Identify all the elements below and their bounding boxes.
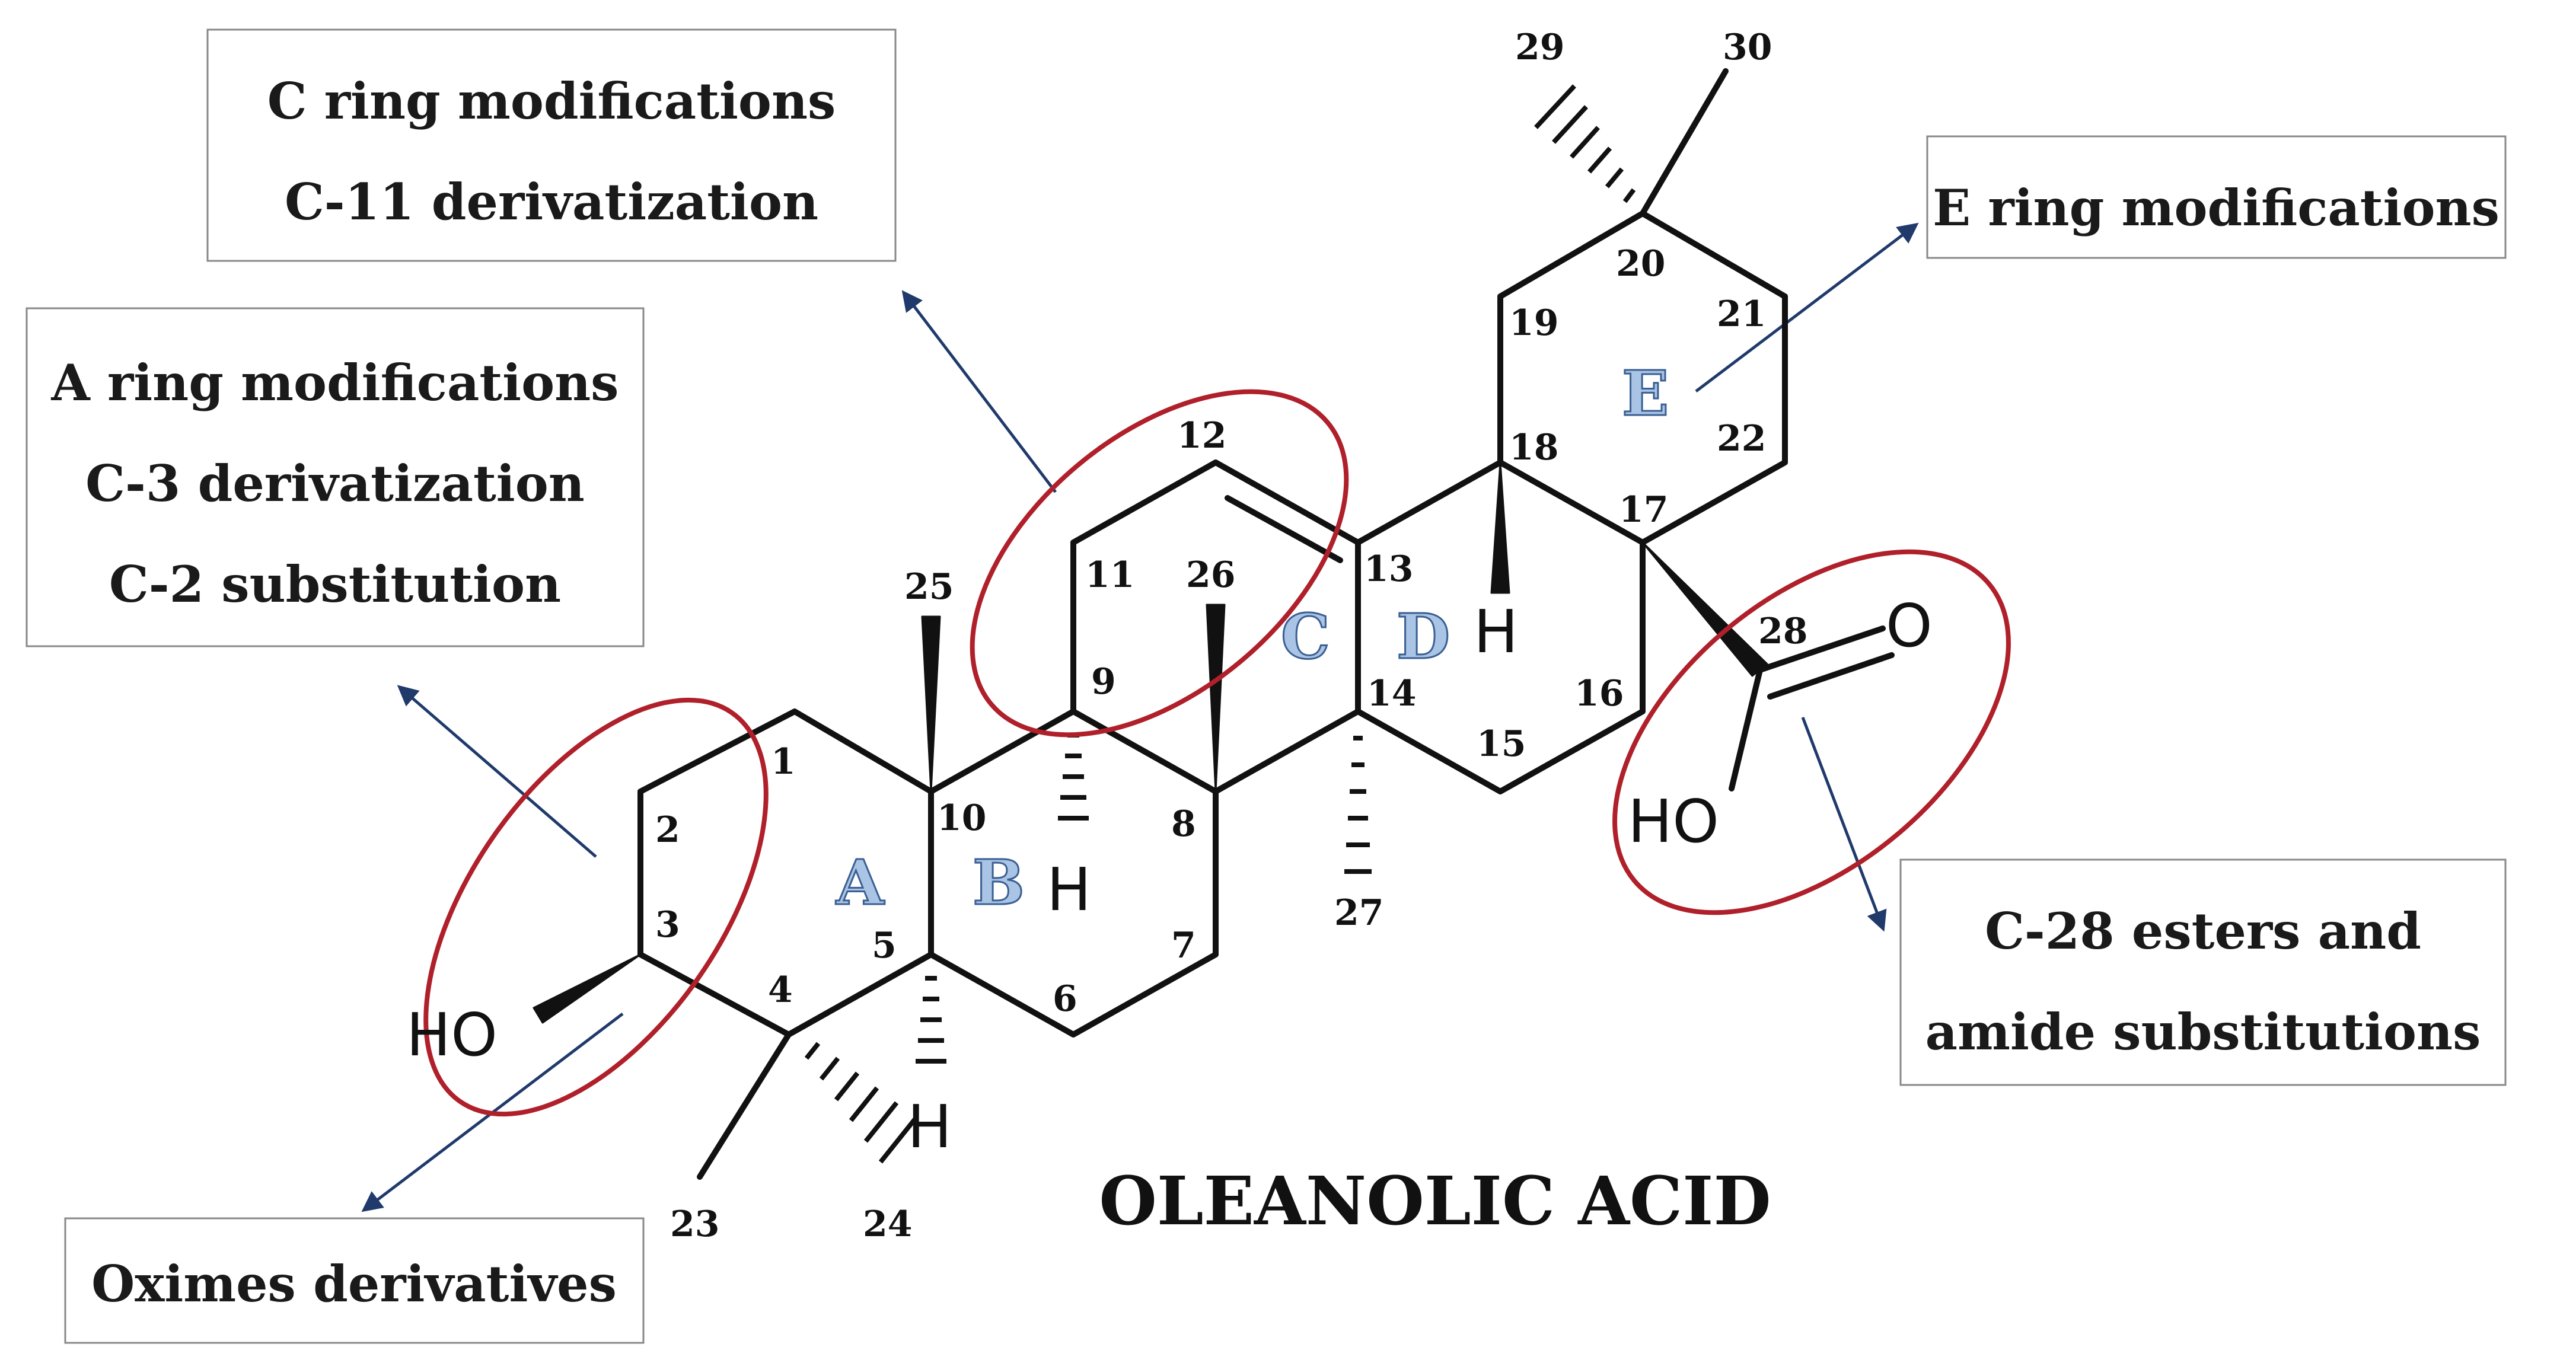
- ring-label-b: B: [973, 846, 1025, 919]
- c28-line-1: C-28 esters and: [1985, 902, 2421, 960]
- arrow-c28: [1801, 717, 1887, 932]
- compound-title: OLEANOLIC ACID: [1099, 1163, 1771, 1240]
- carbon-number: 6: [1053, 978, 1077, 1020]
- atom-o-carbonyl: O: [1886, 591, 1933, 660]
- c-ring-line-1: C ring modifications: [267, 72, 836, 130]
- oximes-box: Oximes derivatives: [64, 1217, 645, 1344]
- carbon-number: 14: [1367, 673, 1417, 714]
- a-ring-line-3: C-2 substitution: [109, 555, 561, 614]
- carbon-number: 16: [1574, 673, 1624, 714]
- ring-label-d: D: [1397, 600, 1450, 673]
- carbon-number: 23: [670, 1204, 720, 1245]
- carbon-number: 22: [1717, 418, 1767, 459]
- ring-label-e: E: [1622, 357, 1669, 430]
- carbon-number: 2: [655, 809, 680, 851]
- carbon-number: 21: [1717, 293, 1767, 335]
- carbon-number: 5: [872, 925, 897, 966]
- a-ring-modifications-box: A ring modifications C-3 derivatization …: [25, 307, 645, 647]
- c-ring-modifications-box: C ring modifications C-11 derivatization: [206, 28, 897, 262]
- carbon-number: 10: [937, 797, 987, 839]
- atom-ho-c28: HO: [1628, 787, 1719, 856]
- oximes-line-1: Oximes derivatives: [91, 1255, 617, 1313]
- carbon-number: 8: [1171, 803, 1196, 845]
- carbon-number: 13: [1364, 548, 1414, 590]
- carbon-number: 28: [1758, 611, 1808, 652]
- carbon-number: 12: [1177, 415, 1227, 457]
- ring-label-a: A: [836, 846, 885, 919]
- carbon-number: 19: [1509, 302, 1559, 344]
- carbon-number: 29: [1515, 27, 1565, 68]
- arrow-c-ring: [901, 290, 1057, 493]
- atom-h-c18: H: [1474, 597, 1518, 666]
- molecule-skeleton: [533, 68, 1895, 1180]
- highlight-c-ring: [970, 389, 1349, 738]
- atom-h-c9: H: [1047, 855, 1091, 924]
- carbon-number: 15: [1477, 723, 1526, 765]
- carbon-number: 17: [1619, 489, 1669, 531]
- carbon-number: 11: [1085, 554, 1135, 596]
- a-ring-line-2: C-3 derivatization: [85, 454, 585, 513]
- carbon-number: 26: [1186, 554, 1236, 596]
- carbon-number: 27: [1334, 892, 1384, 934]
- highlight-c28: [1612, 549, 2011, 915]
- c-ring-line-2: C-11 derivatization: [285, 173, 818, 231]
- c28-esters-box: C-28 esters and amide substitutions: [1899, 858, 2507, 1086]
- carbon-number: 24: [863, 1204, 913, 1245]
- c28-line-2: amide substitutions: [1925, 1003, 2481, 1061]
- arrow-a-ring: [397, 685, 597, 858]
- e-ring-modifications-box: E ring modifications: [1926, 135, 2507, 259]
- carbon-number: 3: [655, 904, 680, 946]
- atom-ho-c3: HO: [406, 1000, 498, 1070]
- a-ring-line-1: A ring modifications: [51, 353, 619, 412]
- carbon-number: 30: [1723, 27, 1772, 68]
- atom-h-c5: H: [907, 1092, 952, 1161]
- carbon-number: 1: [771, 741, 796, 783]
- carbon-numbers: 1 2 3 4 5 6 7 8 9 10 11 12 13 14 15 16 1…: [655, 27, 1808, 1245]
- carbon-number: 20: [1616, 243, 1666, 285]
- carbon-number: 18: [1509, 427, 1559, 468]
- carbon-number: 9: [1091, 661, 1116, 703]
- hashed-bonds: [804, 84, 1636, 1164]
- ring-label-c: C: [1281, 600, 1330, 673]
- carbon-number: 7: [1171, 925, 1196, 966]
- arrow-e-ring: [1695, 222, 1919, 392]
- carbon-number: 4: [768, 969, 793, 1011]
- carbon-number: 25: [904, 566, 954, 608]
- highlight-a-ring: [423, 697, 769, 1117]
- e-ring-line-1: E ring modifications: [1933, 178, 2500, 237]
